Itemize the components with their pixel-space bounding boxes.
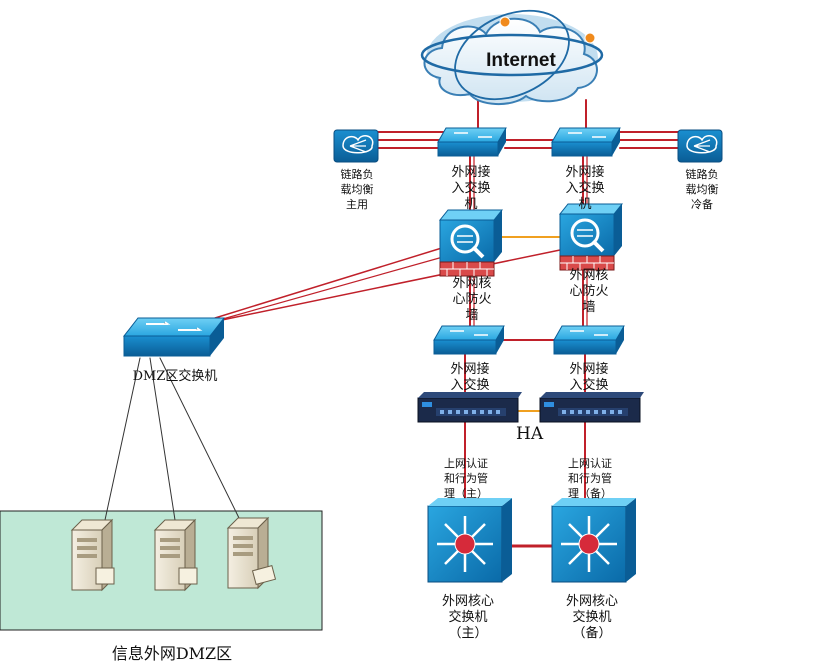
ha-label: HA [516,424,544,444]
access-switch-top-right-icon [551,127,621,157]
server-1-icon [70,518,115,592]
access-switch-top-right-label: 外网接 入交换 机 [565,165,605,212]
dmz-switch-label: DMZ区交换机 [132,369,218,384]
firewall-right-label: 外网核 心防火 墙 [569,268,609,315]
access-switch-top-left-icon [437,127,507,157]
load-balancer-standby-icon [677,129,723,163]
dmz-zone-label: 信息外网DMZ区 [111,644,233,663]
firewall-left-label: 外网核 心防火 墙 [452,276,492,323]
firewall-left-icon [438,209,504,277]
server-2-icon [153,518,198,592]
firewall-right-icon [558,203,624,271]
dmz-switch-icon [122,317,226,357]
internet-cloud-icon [420,9,604,106]
auth-appliance-right-icon [539,392,644,423]
auth-right-label: 上网认证 和行为管 理（备） [568,457,612,500]
lb-primary-label: 链路负 载均衡 主用 [340,168,374,211]
access-switch-mid-right-icon [553,325,625,355]
core-switch-right-icon [551,498,636,583]
auth-appliance-left-icon [417,392,522,423]
access-switch-mid-right-label: 外网接 入交换 [569,362,609,393]
access-switch-mid-left-label: 外网接 入交换 [450,362,490,393]
core-switch-left-label: 外网核心 交换机 （主） [441,594,495,641]
internet-label: Internet [486,50,556,71]
server-3-icon [226,516,277,590]
core-switch-left-icon [427,498,512,583]
core-switch-right-label: 外网核心 交换机 （备） [565,594,619,641]
auth-left-label: 上网认证 和行为管 理（主） [444,457,488,500]
access-switch-mid-left-icon [433,325,505,355]
access-switch-top-left-label: 外网接 入交换 机 [451,165,491,212]
load-balancer-primary-icon [333,129,379,163]
lb-standby-label: 链路负 载均衡 冷备 [685,168,719,211]
